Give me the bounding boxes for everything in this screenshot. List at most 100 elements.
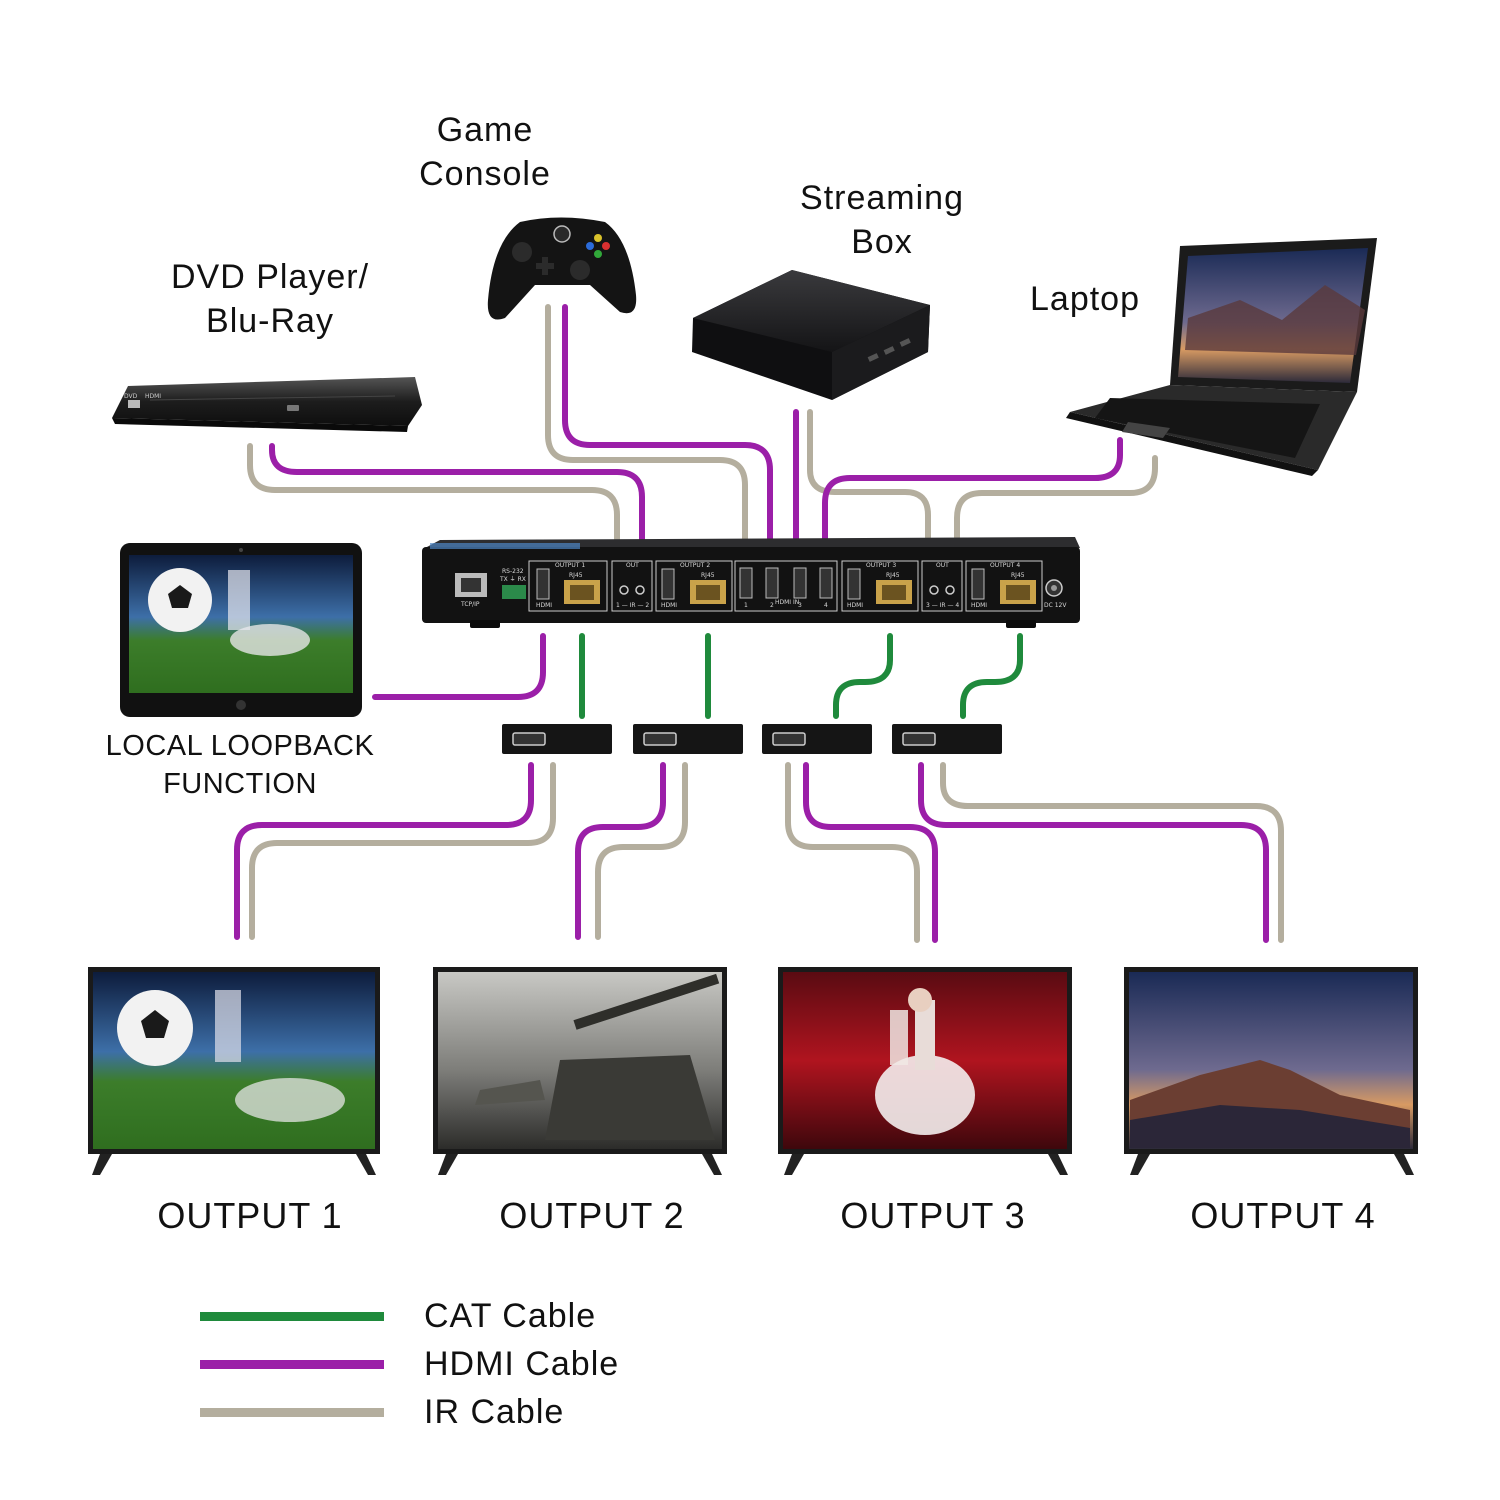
game-controller [487, 217, 637, 320]
output3-port-label: OUTPUT 3 [866, 562, 896, 569]
output-1-label: OUTPUT 1 [157, 1195, 343, 1236]
output4-rj45-label: RJ45 [1011, 572, 1025, 579]
output4-hdmi-label: HDMI [971, 602, 987, 609]
output3-hdmi-port [847, 568, 861, 600]
dvd-player: DVD HDMI [112, 377, 422, 432]
game-hdmi-cable [562, 304, 773, 543]
tcpip-label: TCP/IP [460, 601, 480, 608]
dvd-hdmi-text: HDMI [145, 393, 161, 400]
ir-out-12-label: OUT [626, 562, 639, 569]
output2-hdmi-port [661, 568, 675, 600]
output2-port-label: OUTPUT 2 [680, 562, 710, 569]
dvd-hdmi-cable [269, 443, 645, 543]
ir-out-34-label: OUT [936, 562, 949, 569]
tv3-hdmi-cable [803, 762, 938, 943]
tv-3 [778, 967, 1072, 1175]
hdmi-in-2-port [765, 567, 779, 599]
tv-4 [1124, 967, 1418, 1175]
dvd-label: DVD Player/ Blu-Ray [140, 255, 400, 343]
laptop-label-line1: Laptop [1030, 280, 1140, 318]
tv4-ir-cable [940, 762, 1284, 943]
loopback-label-line1: LOCAL LOOPBACK [105, 730, 375, 762]
hdmi-in-3-port [793, 567, 807, 599]
hdmi-in-label: HDMI IN [775, 599, 799, 606]
legend-swatch-hdmi [200, 1359, 384, 1369]
loopback-tablet [120, 543, 362, 717]
hdmi-in-3-label: 3 [798, 602, 802, 609]
game-label-line1: Game [436, 111, 534, 149]
laptop-ir-cable [954, 455, 1158, 543]
laptop [1066, 238, 1377, 476]
receiver-1-hdmi-port [512, 732, 546, 746]
output1-rj45-label: RJ45 [569, 572, 583, 579]
legend-swatch-ir [200, 1407, 384, 1417]
receiver-2 [633, 724, 743, 754]
matrix-device: TCP/IP RS-232 TX ⏚ RX OUTPUT 1 HDMI RJ45… [422, 537, 1080, 628]
output3-rj45-label: RJ45 [886, 572, 900, 579]
legend-label-ir: IR Cable [424, 1392, 565, 1431]
receiver-4 [892, 724, 1002, 754]
dvd-label-line1: DVD Player/ [170, 258, 370, 296]
receiver-3 [762, 724, 872, 754]
receiver-1 [502, 724, 612, 754]
game-ir-cable [545, 304, 748, 543]
tv-1 [88, 967, 380, 1175]
loopback-label: LOCAL LOOPBACK FUNCTION [80, 728, 400, 803]
streaming-box-label: Streaming Box [762, 176, 1002, 264]
output1-port-label: OUTPUT 1 [555, 562, 585, 569]
dvd-ir-cable [247, 443, 620, 543]
tv2-hdmi-cable [575, 762, 666, 940]
output3-hdmi-label: HDMI [847, 602, 863, 609]
output2-rj45-label: RJ45 [701, 572, 715, 579]
output1-hdmi-port [536, 568, 550, 600]
laptop-label: Laptop [1000, 277, 1170, 321]
ir-34-label: 3 — IR — 4 [926, 602, 959, 609]
output-cables [372, 633, 1023, 719]
loopback-label-line2: FUNCTION [163, 767, 317, 800]
hdmi-in-1-label: 1 [744, 602, 748, 609]
rs232-pins-label: TX ⏚ RX [499, 576, 526, 583]
cat-cable-4 [960, 633, 1023, 719]
hdmi-in-2-label: 2 [770, 602, 774, 609]
receivers [502, 724, 1002, 754]
legend-item-cat: CAT Cable [200, 1294, 596, 1338]
ir-12-label: 1 — IR — 2 [616, 602, 649, 609]
loopback-hdmi-cable [372, 633, 546, 700]
game-label-line2: Console [419, 155, 551, 194]
tv3-ir-cable [785, 762, 920, 943]
receiver-2-hdmi-port [643, 732, 677, 746]
dc-label: DC 12V [1044, 602, 1067, 609]
hdmi-in-1-port [739, 567, 753, 599]
tv2-ir-cable [595, 762, 688, 940]
output4-port-label: OUTPUT 4 [990, 562, 1020, 569]
output-3-label: OUTPUT 3 [840, 1195, 1026, 1236]
receiver-3-hdmi-port [772, 732, 806, 746]
output1-hdmi-label: HDMI [536, 602, 552, 609]
rs232-terminal [502, 585, 526, 599]
output-2-label: OUTPUT 2 [499, 1195, 685, 1236]
laptop-hdmi-cable [822, 437, 1123, 543]
legend-label-cat: CAT Cable [424, 1296, 597, 1335]
hdmi-in-4-label: 4 [824, 602, 828, 609]
output4-hdmi-port [971, 568, 985, 600]
legend-item-hdmi: HDMI Cable [200, 1342, 619, 1386]
legend-item-ir: IR Cable [200, 1390, 564, 1434]
hdmi-in-4-port [819, 567, 833, 599]
tv1-hdmi-cable [234, 762, 534, 940]
xbox-button-icon [553, 225, 571, 243]
tv4-hdmi-cable [918, 762, 1269, 943]
receiver-4-hdmi-port [902, 732, 936, 746]
output2-hdmi-label: HDMI [661, 602, 677, 609]
legend-label-hdmi: HDMI Cable [424, 1344, 620, 1383]
output-4-label: OUTPUT 4 [1190, 1195, 1376, 1236]
input-cables [247, 304, 1158, 543]
cat-cable-3 [833, 633, 893, 719]
streaming-label-line2: Box [851, 223, 913, 262]
tv-2 [433, 967, 727, 1175]
streaming-ir-cable [807, 409, 931, 543]
tv-cables [234, 762, 1284, 943]
dvd-brand-text: DVD [124, 393, 138, 400]
streaming-box [692, 270, 930, 400]
rs232-label: RS-232 [502, 568, 524, 575]
